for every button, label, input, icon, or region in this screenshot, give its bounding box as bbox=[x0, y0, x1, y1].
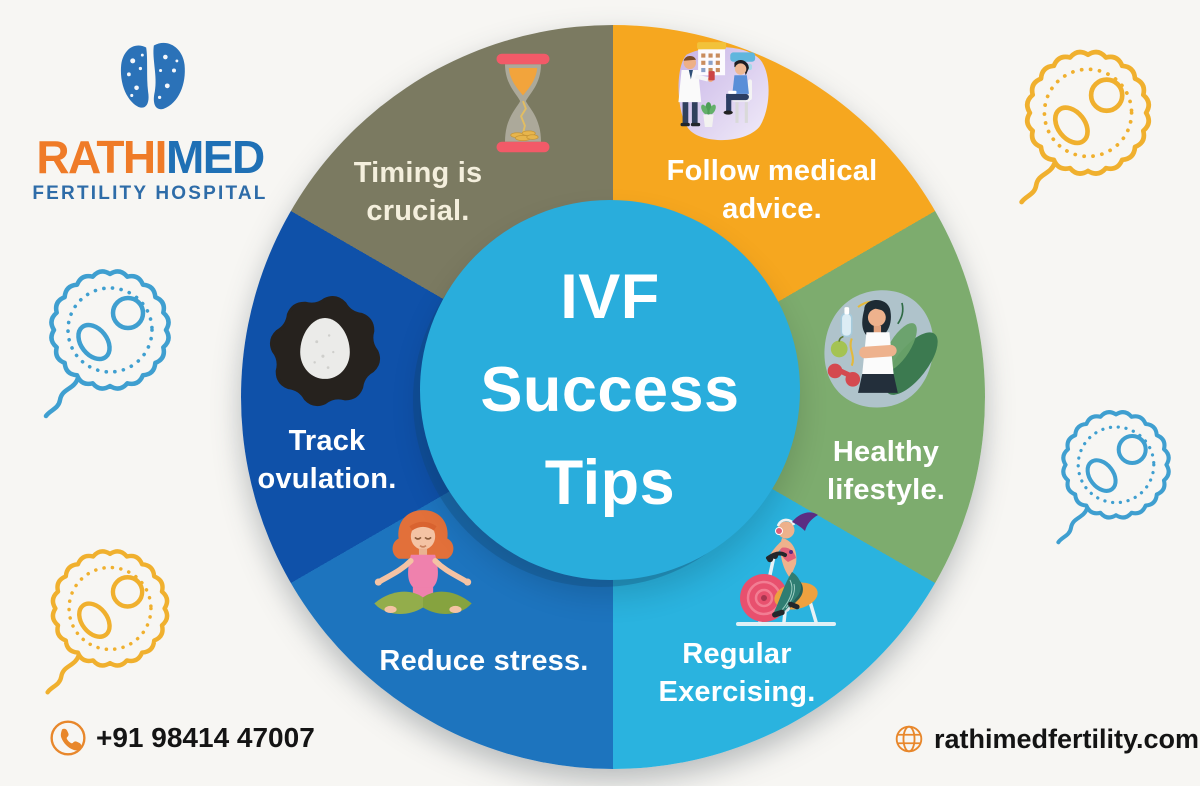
healthy-woman-illustration bbox=[824, 290, 938, 408]
globe-icon bbox=[895, 725, 923, 753]
title-line: Tips bbox=[544, 447, 676, 518]
doctor-consultation-illustration bbox=[678, 42, 769, 141]
fertilized-egg-cell-icon bbox=[1044, 400, 1188, 562]
website-contact[interactable]: rathimedfertility.com bbox=[892, 722, 1199, 756]
hospital-logo: RATHIMED FERTILITY HOSPITAL bbox=[28, 34, 272, 205]
phone-icon bbox=[50, 720, 86, 756]
logo-part-med: MED bbox=[165, 131, 265, 183]
phone-number[interactable]: +91 98414 47007 bbox=[96, 722, 315, 753]
fertilized-egg-cell-icon bbox=[32, 538, 188, 714]
website-url[interactable]: rathimedfertility.com bbox=[934, 723, 1200, 754]
fertilized-egg-cell-icon bbox=[1005, 38, 1171, 225]
segment-label-medical-advice: Follow medical advice. bbox=[666, 155, 878, 225]
title-line: IVF bbox=[560, 261, 660, 332]
segment-label-timing: Timing is crucial. bbox=[353, 157, 483, 227]
segment-label-regular-exercising: Regular Exercising. bbox=[658, 638, 816, 708]
segment-label-track-ovulation: Track ovulation. bbox=[257, 425, 397, 495]
segment-label-healthy-lifestyle: Healthy lifestyle. bbox=[826, 436, 946, 506]
wheel-center: IVF Success Tips bbox=[420, 200, 800, 580]
phone-contact[interactable]: +91 98414 47007 bbox=[48, 718, 315, 758]
ovum-egg-icon bbox=[263, 288, 387, 412]
meditating-woman-illustration bbox=[374, 510, 472, 614]
exercise-bike-illustration bbox=[736, 512, 836, 626]
fertilized-egg-cell-icon bbox=[30, 258, 190, 438]
logo-emblem-icon bbox=[120, 42, 185, 110]
logo-part-rathi: RATHI bbox=[36, 131, 167, 183]
segment-label-reduce-stress: Reduce stress. bbox=[379, 645, 589, 677]
hourglass-icon bbox=[496, 53, 550, 153]
logo-wordmark: RATHIMED bbox=[28, 134, 272, 180]
infographic-title: IVF Success Tips bbox=[480, 251, 739, 530]
logo-tagline: FERTILITY HOSPITAL bbox=[32, 183, 268, 204]
title-line: Success bbox=[480, 354, 740, 425]
